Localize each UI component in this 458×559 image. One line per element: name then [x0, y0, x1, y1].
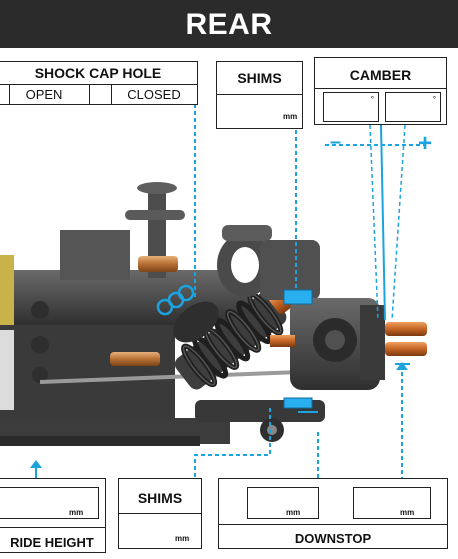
- shock-cap-sep-mid: [89, 84, 90, 104]
- downstop-panel: mm mm DOWNSTOP: [218, 478, 448, 549]
- shock-cap-hole-title: SHOCK CAP HOLE: [34, 65, 162, 81]
- ride-height-input[interactable]: mm: [0, 487, 99, 519]
- camber-minus-sign: –: [330, 131, 342, 153]
- downstop-title: DOWNSTOP: [294, 531, 372, 546]
- downstop-right-unit: mm: [400, 508, 415, 517]
- camber-title: CAMBER: [349, 67, 412, 83]
- camber-panel: CAMBER ° °: [314, 57, 447, 125]
- downstop-divider: [219, 524, 447, 525]
- shims-top-unit: mm: [283, 112, 298, 121]
- camber-divider: [315, 88, 446, 89]
- downstop-left-input[interactable]: mm: [247, 487, 319, 519]
- shock-cap-open-option[interactable]: OPEN: [25, 87, 63, 102]
- downstop-left-unit: mm: [286, 508, 301, 517]
- ride-height-unit: mm: [69, 508, 84, 517]
- camber-plus-sign: +: [418, 130, 433, 157]
- shims-bottom-panel: SHIMS mm: [118, 478, 202, 549]
- rear-banner: REAR: [0, 0, 458, 48]
- ride-height-title: RIDE HEIGHT: [10, 535, 94, 550]
- camber-right-unit: °: [432, 95, 436, 104]
- shims-top-panel: SHIMS mm: [216, 61, 303, 129]
- camber-right-input[interactable]: °: [385, 92, 441, 122]
- ride-height-panel: mm RIDE HEIGHT: [0, 478, 106, 553]
- ride-height-divider: [0, 527, 105, 528]
- shock-cap-sep-left: [9, 84, 10, 104]
- shock-cap-hole-panel: SHOCK CAP HOLE OPEN CLOSED: [0, 61, 198, 105]
- camber-left-input[interactable]: °: [323, 92, 379, 122]
- camber-left-unit: °: [370, 95, 374, 104]
- banner-title: REAR: [185, 8, 273, 41]
- shock-cap-closed-option[interactable]: CLOSED: [127, 87, 181, 102]
- shims-top-divider: [217, 94, 302, 95]
- downstop-right-input[interactable]: mm: [353, 487, 431, 519]
- shims-bottom-divider: [119, 513, 201, 514]
- shims-bottom-title: SHIMS: [137, 490, 183, 506]
- shock-cap-sep-right: [111, 84, 112, 104]
- shims-top-title: SHIMS: [237, 70, 282, 86]
- shock-cap-hole-divider: [0, 84, 197, 85]
- shims-bottom-unit: mm: [175, 534, 190, 543]
